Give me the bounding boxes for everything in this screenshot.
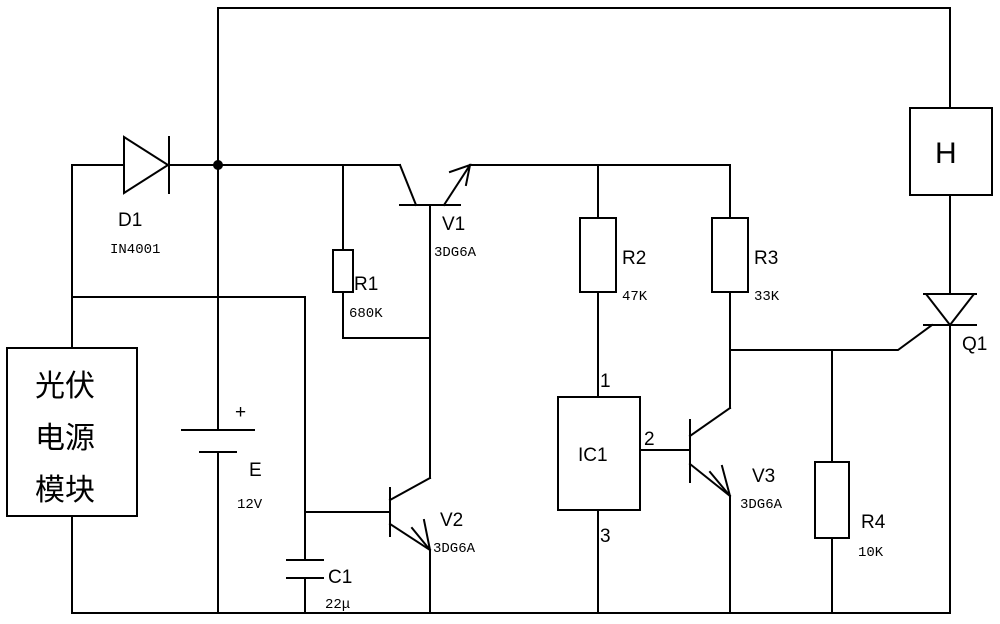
v1-value: 3DG6A xyxy=(434,245,477,261)
ic1-pin-2: 2 xyxy=(644,429,655,450)
diode-d1: D1 IN4001 xyxy=(110,135,170,258)
v3-emitter-arrow xyxy=(708,464,731,497)
ic1-pin-3: 3 xyxy=(600,526,611,547)
c1-value: 22μ xyxy=(325,597,350,613)
v1-emitter-arrow xyxy=(448,163,472,187)
ic1: IC1 1 2 3 xyxy=(557,371,655,547)
load-h: H xyxy=(909,107,993,196)
pv-module-line-1: 光伏 xyxy=(35,369,95,404)
v2-label: V2 xyxy=(440,510,463,531)
v2-value: 3DG6A xyxy=(433,541,476,557)
v2-emitter-leg xyxy=(388,522,432,552)
battery-e: + E 12V xyxy=(181,402,263,513)
resistor-r4: R4 10K xyxy=(814,461,886,561)
q1-label: Q1 xyxy=(962,334,987,355)
r4-value: 10K xyxy=(858,545,884,561)
load-h-label: H xyxy=(935,137,957,170)
gate-wire xyxy=(729,323,934,351)
battery-value: 12V xyxy=(237,497,263,513)
resistor-r2: R2 47K xyxy=(579,217,648,305)
v2-collector-leg xyxy=(388,476,432,502)
r4-label: R4 xyxy=(861,512,886,533)
r1-label: R1 xyxy=(354,274,378,295)
r1-value: 680K xyxy=(349,306,383,322)
ic1-pin-1: 1 xyxy=(600,371,611,392)
v1-label: V1 xyxy=(442,214,465,235)
d1-value: IN4001 xyxy=(110,242,160,258)
pv-module-line-2: 电源 xyxy=(35,421,95,456)
thyristor-q1: Q1 xyxy=(923,293,987,355)
battery-label: E xyxy=(249,460,262,481)
transistor-v1: V1 3DG6A xyxy=(398,163,477,261)
junction-dot xyxy=(213,160,223,170)
d1-label: D1 xyxy=(118,210,142,231)
wires xyxy=(71,7,951,614)
v3-label: V3 xyxy=(752,466,775,487)
r2-label: R2 xyxy=(622,248,646,269)
transistor-v3: V3 3DG6A xyxy=(688,406,783,513)
q1-triangle xyxy=(923,293,977,327)
resistor-r3: R3 33K xyxy=(711,217,780,305)
r3-value: 33K xyxy=(754,289,780,305)
resistor-r1: R1 680K xyxy=(332,249,383,322)
r1-bottom-wire xyxy=(342,291,431,339)
r2-value: 47K xyxy=(622,289,648,305)
battery-plus-sign: + xyxy=(235,402,246,423)
ic1-label: IC1 xyxy=(578,445,608,466)
transistor-v2: V2 3DG6A xyxy=(388,476,476,557)
pv-module: 光伏 电源 模块 xyxy=(6,347,138,517)
r3-label: R3 xyxy=(754,248,778,269)
v2-emitter-arrow xyxy=(410,518,431,551)
v1-emitter-leg xyxy=(442,163,472,207)
v1-collector-leg xyxy=(398,163,418,207)
pv-module-line-3: 模块 xyxy=(35,473,95,508)
sense-wire xyxy=(71,296,306,559)
v3-collector-leg xyxy=(688,406,732,438)
top-wire xyxy=(217,7,951,166)
v3-emitter-leg xyxy=(688,462,732,498)
v3-value: 3DG6A xyxy=(740,497,783,513)
capacitor-c1: C1 22μ xyxy=(286,559,352,613)
c1-label: C1 xyxy=(328,567,352,588)
